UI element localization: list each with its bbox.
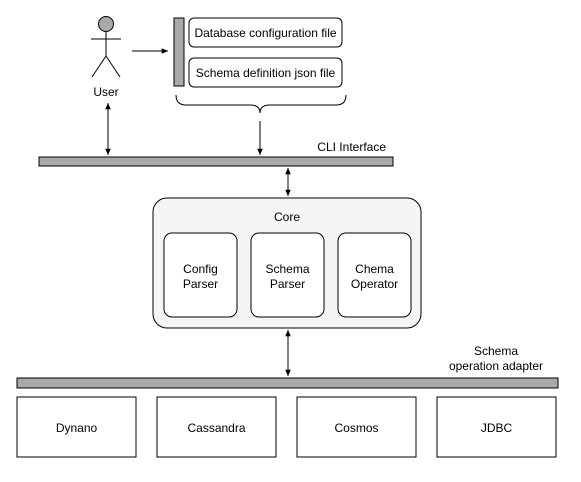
chema-operator-line1: Chema xyxy=(355,262,394,276)
user-label: User xyxy=(93,85,118,99)
config-parser-line1: Config xyxy=(183,262,218,276)
cassandra-label: Cassandra xyxy=(187,421,245,435)
schema-parser-line1: Schema xyxy=(265,262,309,276)
schema-definition-file-box xyxy=(188,57,343,88)
core-label: Core xyxy=(274,210,300,224)
actor-left-leg xyxy=(91,55,107,78)
config-parser-box xyxy=(163,232,238,318)
dynano-box xyxy=(16,396,137,458)
backend-cosmos: Cosmos xyxy=(296,396,417,458)
user-actor: User xyxy=(91,16,121,99)
schema-definition-file-label: Schema definition json file xyxy=(196,66,336,80)
adapter-label-line1: Schema xyxy=(474,344,518,358)
core-module-config-parser: Config Parser xyxy=(163,232,238,318)
cli-interface-bar xyxy=(38,156,394,167)
core-module-schema-parser: Schema Parser xyxy=(250,232,325,318)
jdbc-label: JDBC xyxy=(481,421,513,435)
database-config-file-label: Database configuration file xyxy=(194,26,336,40)
schema-parser-line2: Parser xyxy=(270,277,305,291)
dynano-label: Dynano xyxy=(56,421,98,435)
schema-parser-box xyxy=(250,232,325,318)
cli-interface-label: CLI Interface xyxy=(317,140,386,154)
backend-dynano: Dynano xyxy=(16,396,137,458)
cassandra-box xyxy=(156,396,277,458)
chema-operator-line2: Operator xyxy=(351,277,398,291)
files-brace xyxy=(175,94,347,114)
config-parser-line2: Parser xyxy=(183,277,218,291)
jdbc-box xyxy=(436,396,557,458)
adapter-label-line2: operation adapter xyxy=(449,359,543,373)
schema-operation-adapter-bar xyxy=(16,377,559,389)
actor-right-leg xyxy=(105,55,121,78)
core-module-chema-operator: Chema Operator xyxy=(337,232,412,318)
backend-jdbc: JDBC xyxy=(436,396,557,458)
chema-operator-box xyxy=(337,232,412,318)
cosmos-label: Cosmos xyxy=(334,421,378,435)
backend-cassandra: Cassandra xyxy=(156,396,277,458)
files-bar xyxy=(173,17,185,87)
database-config-file-box xyxy=(188,17,343,48)
cosmos-box xyxy=(296,396,417,458)
actor-head xyxy=(98,16,114,32)
